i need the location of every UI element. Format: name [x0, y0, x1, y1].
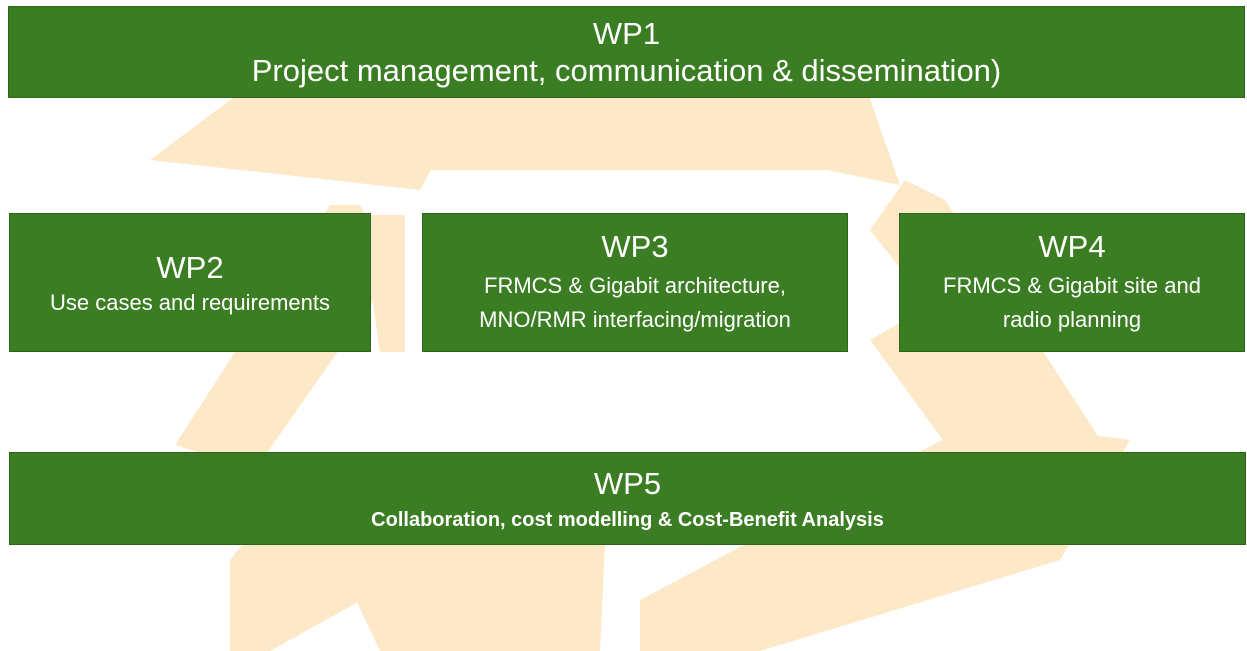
wp3-subtitle-line1: FRMCS & Gigabit architecture, [484, 273, 786, 298]
wp4-subtitle: FRMCS & Gigabit site and radio planning [943, 273, 1201, 333]
wp1-box: WP1 Project management, communication & … [8, 6, 1245, 98]
wp1-subtitle: Project management, communication & diss… [251, 53, 1002, 88]
wp3-subtitle-line2: MNO/RMR interfacing/migration [479, 307, 791, 333]
wp5-box: WP5 Collaboration, cost modelling & Cost… [9, 452, 1246, 545]
wp5-title: WP5 [593, 465, 662, 501]
wp4-box: WP4 FRMCS & Gigabit site and radio plann… [899, 213, 1245, 352]
wp3-title: WP3 [601, 228, 669, 264]
wp2-subtitle: Use cases and requirements [49, 289, 331, 315]
wp2-box: WP2 Use cases and requirements [9, 213, 371, 352]
wp4-title: WP4 [1038, 228, 1106, 264]
wp3-box: WP3 FRMCS & Gigabit architecture, MNO/RM… [422, 213, 848, 352]
wp2-title: WP2 [156, 249, 224, 285]
wp5-subtitle: Collaboration, cost modelling & Cost-Ben… [371, 509, 884, 532]
wp1-title: WP1 [592, 15, 661, 51]
